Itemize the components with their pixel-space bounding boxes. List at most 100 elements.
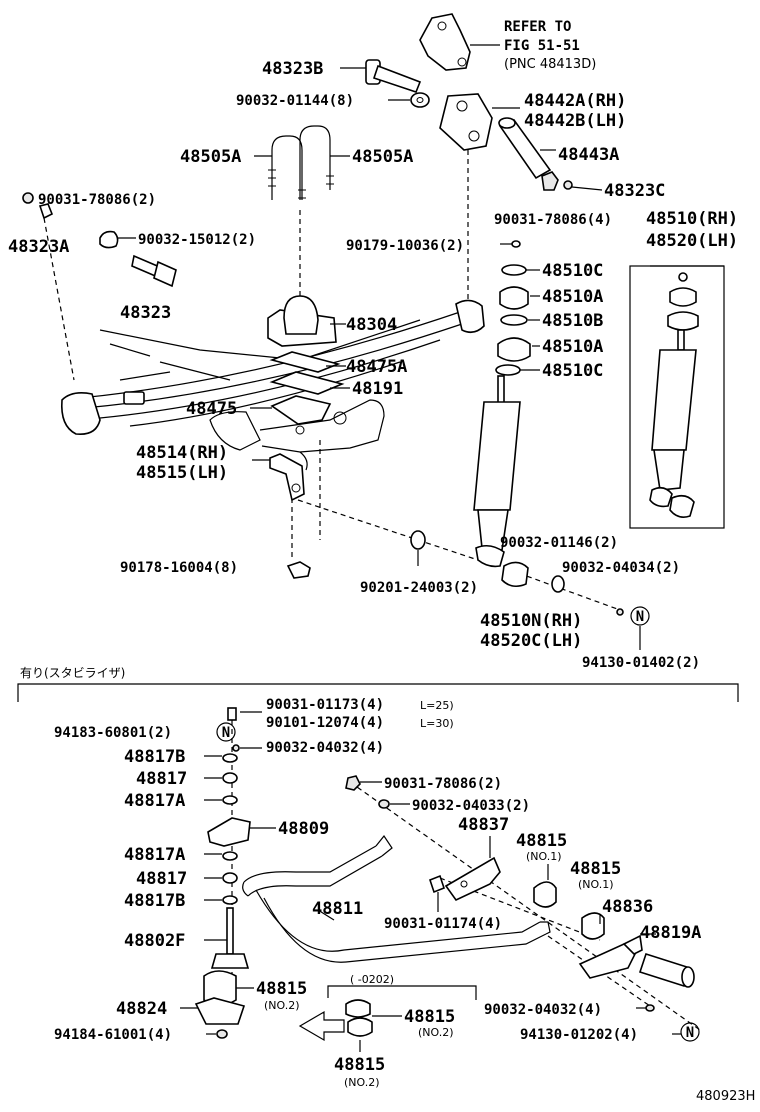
label-48815-d: 48815 <box>404 1007 455 1027</box>
label-48442a: 48442A(RH) <box>524 91 626 111</box>
label-48815-d-note: (NO.2) <box>418 1026 454 1039</box>
label-48817b-1: 48817B <box>124 747 185 767</box>
cushion-48510b <box>500 314 528 326</box>
washer-90032-01144 <box>410 92 430 108</box>
label-90032-15012: 90032-15012(2) <box>138 232 256 248</box>
label-48817a-1: 48817A <box>124 791 185 811</box>
label-48505a-left: 48505A <box>180 147 241 167</box>
label-48510c-1: 48510C <box>542 261 603 281</box>
bushing-48817-1 <box>222 772 238 784</box>
axle-housing-drawing <box>209 399 385 471</box>
shock-absorber-drawing <box>473 375 529 588</box>
label-90032-01146: 90032-01146(2) <box>500 535 618 551</box>
label-48304: 48304 <box>346 315 397 335</box>
label-48815-b: 48815 <box>570 859 621 879</box>
nut-marker-94183-60801 <box>216 722 236 742</box>
label-48510c-2: 48510C <box>542 361 603 381</box>
label-48815-e-note: (NO.2) <box>344 1076 380 1089</box>
label-48817b-2: 48817B <box>124 891 185 911</box>
label-90031-01174: 90031-01174(4) <box>384 916 502 932</box>
bolt-48323a-head <box>38 203 54 220</box>
label-90032-04032-top: 90032-04032(4) <box>266 740 384 756</box>
stabilizer-bar-48811-drawing <box>242 834 551 963</box>
label-48475a: 48475A <box>346 357 407 377</box>
pad-48475 <box>270 395 332 425</box>
nut-small <box>616 608 624 616</box>
label-48505a-right: 48505A <box>352 147 413 167</box>
label-48836: 48836 <box>602 897 653 917</box>
bolt-90031-01174 <box>429 874 445 894</box>
label-90179-10036: 90179-10036(2) <box>346 238 464 254</box>
washer-90032-15012 <box>99 230 119 249</box>
label-48515: 48515(LH) <box>136 463 228 483</box>
label-90032-01144: 90032-01144(8) <box>236 93 354 109</box>
label-48815-c-note: (NO.2) <box>264 999 300 1012</box>
label-48520c: 48520C(LH) <box>480 631 582 651</box>
nut-marker-94130-01202 <box>680 1022 700 1042</box>
link-48802f-drawing <box>204 907 250 969</box>
label-90178-16004: 90178-16004(8) <box>120 560 238 576</box>
washer-90201-24003 <box>410 530 426 550</box>
label-48815-e: 48815 <box>334 1055 385 1075</box>
inset-shock-drawing <box>649 272 699 518</box>
shackle-48442-drawing <box>439 93 520 151</box>
bracket-48809 <box>207 817 251 847</box>
bushing-48443a-drawing <box>498 117 556 180</box>
label-90032-04032-bot: 90032-04032(4) <box>484 1002 602 1018</box>
reference-line-2: FIG 51-51 <box>504 38 580 54</box>
label-48442b: 48442B(LH) <box>524 111 626 131</box>
label-48811: 48811 <box>312 899 363 919</box>
label-90031-78086-2: 90031-78086(2) <box>38 192 156 208</box>
cushion-48510a-2 <box>497 337 531 362</box>
nut-90031-78086-4 <box>541 171 559 191</box>
label-48815-c: 48815 <box>256 979 307 999</box>
reference-bracket-drawing <box>419 13 500 71</box>
bushing-48817b-2 <box>222 895 238 905</box>
label-48510n: 48510N(RH) <box>480 611 582 631</box>
bushing-48817a-2 <box>222 851 238 861</box>
bracket-48824 <box>194 997 246 1025</box>
bracket-48836 <box>578 943 638 979</box>
nut-90031-78086-b <box>345 775 361 791</box>
label-48819a: 48819A <box>640 923 701 943</box>
bushing-48815-no2-c <box>347 1017 373 1037</box>
nut-94184-61001 <box>216 1029 228 1039</box>
label-48510-rh: 48510(RH) <box>646 209 738 229</box>
bushing-48815-no1-b <box>581 912 605 940</box>
label-90031-01173-note: L=25) <box>420 699 454 712</box>
washer-90032-04032-b <box>645 1004 655 1012</box>
label-48323b: 48323B <box>262 59 323 79</box>
pad-48191 <box>269 371 345 395</box>
label-48323: 48323 <box>120 303 171 323</box>
label-48817-2: 48817 <box>136 869 187 889</box>
label-48510a-2: 48510A <box>542 337 603 357</box>
label-48824: 48824 <box>116 999 167 1019</box>
label-94184-61001: 94184-61001(4) <box>54 1027 172 1043</box>
washer-90032-04034 <box>551 575 565 593</box>
label-90101-12074: 90101-12074(4) <box>266 715 384 731</box>
diagram-id: 480923H <box>696 1089 755 1104</box>
u-bolts-48505a-drawing <box>254 125 350 200</box>
label-90201-24003: 90201-24003(2) <box>360 580 478 596</box>
label-90101-12074-note: L=30) <box>420 717 454 730</box>
label-48815-a: 48815 <box>516 831 567 851</box>
bolt-90031-01173 <box>227 707 237 721</box>
leaf-spring-drawing <box>60 299 485 436</box>
bracket-48837 <box>444 856 501 902</box>
bushing-48817a-1 <box>222 795 238 805</box>
arrow-indicator <box>298 1010 345 1042</box>
nut-90031-78086-2 <box>22 192 34 204</box>
label-90032-04033: 90032-04033(2) <box>412 798 530 814</box>
nut-marker-text: N <box>636 609 644 625</box>
nut-marker-94130-01402 <box>630 606 650 626</box>
label-48815-a-note: (NO.1) <box>526 850 562 863</box>
nut-90179-10036 <box>511 240 521 248</box>
nut-marker-text-2: N <box>222 725 230 741</box>
label-94130-01202: 94130-01202(4) <box>520 1027 638 1043</box>
label-48817-1: 48817 <box>136 769 187 789</box>
label-90032-04034: 90032-04034(2) <box>562 560 680 576</box>
label-48837: 48837 <box>458 815 509 835</box>
pin-48819a-drawing <box>638 952 695 988</box>
